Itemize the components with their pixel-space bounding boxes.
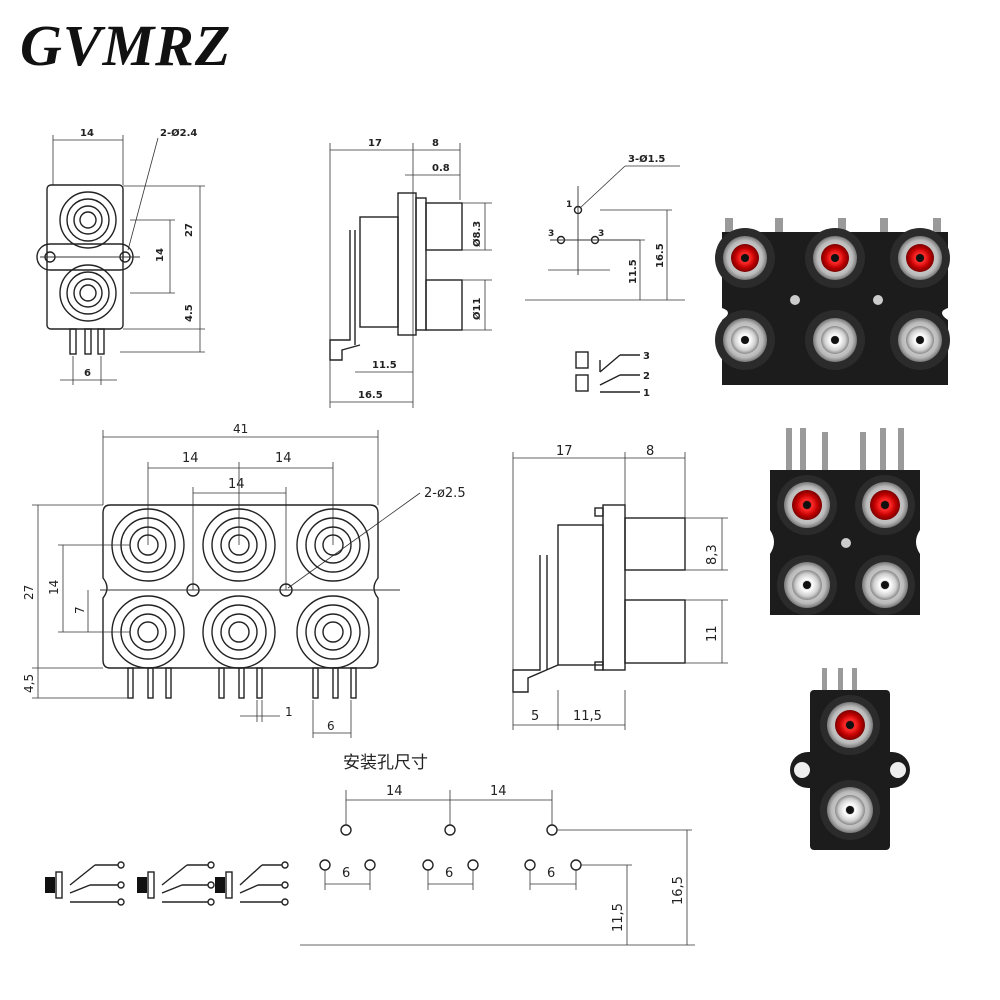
- top-pin-layout: 3-Ø1.5 1 3 3 11.5 16.5: [525, 153, 685, 301]
- top-front-width: 14: [80, 128, 94, 139]
- sch-label-1: 1: [643, 388, 650, 399]
- mount-p1: 14: [386, 784, 403, 799]
- top-front-base: 4.5: [184, 304, 195, 322]
- mid-front-hole: 2-ø2.5: [424, 486, 466, 501]
- top-pin-d1: 11.5: [628, 259, 639, 284]
- mid-front-v14: 14: [47, 580, 61, 595]
- mid-side-d1: 17: [556, 444, 573, 459]
- mount-d1: 11,5: [611, 903, 626, 932]
- mid-front-h: 27: [22, 585, 36, 600]
- schematic-1: [45, 861, 125, 906]
- pin-label-3a: 3: [548, 229, 554, 239]
- mid-side-d3: 5: [531, 709, 539, 724]
- top-front-hole: 2-Ø2.4: [160, 127, 197, 139]
- schematic-2: [137, 861, 215, 906]
- brand-logo: GVMRZ: [20, 13, 232, 78]
- schematic-3: [215, 861, 289, 906]
- mid-side-dia2: 11: [705, 625, 720, 642]
- mid-side-view: 17 8 8,3 11 5 11,5: [512, 444, 728, 730]
- top-side-dia2: Ø11: [471, 298, 483, 320]
- mid-side-d2: 8: [646, 444, 654, 459]
- mount-p2: 14: [490, 784, 507, 799]
- top-pin-holes: 3-Ø1.5: [628, 153, 665, 165]
- top-side-d5: 16.5: [358, 390, 383, 401]
- mid-front-p2: 14: [275, 451, 292, 466]
- top-front-pitch: 14: [155, 248, 166, 262]
- bottom-schematics: [45, 861, 289, 906]
- mid-front-pin6: 6: [327, 719, 335, 733]
- top-pin-d2: 16.5: [655, 243, 666, 268]
- top-front-pin: 6: [84, 368, 91, 379]
- pin-label-3b: 3: [598, 229, 604, 239]
- sch-label-2: 2: [643, 371, 650, 382]
- mid-front-p1: 14: [182, 451, 199, 466]
- pin-label-1: 1: [566, 200, 572, 210]
- top-side-d2: 8: [432, 138, 439, 149]
- top-schematic: 3 2 1: [575, 351, 650, 399]
- product-photo-6-jack: [715, 218, 950, 385]
- mount-title: 安装孔尺寸: [343, 753, 428, 773]
- mid-front-v7: 7: [73, 606, 87, 614]
- product-photo-4-jack: [770, 428, 920, 615]
- mid-front-jack-grid: [111, 508, 370, 669]
- mid-front-total: 41: [233, 422, 248, 436]
- mount-g1: 6: [342, 866, 350, 881]
- product-photo-2-jack: [790, 668, 910, 850]
- mount-g2: 6: [445, 866, 453, 881]
- top-side-dia1: Ø8.3: [471, 221, 483, 247]
- sch-label-3: 3: [643, 351, 650, 362]
- mid-front-view: 41 14 14 14 2-ø2.5 27 14 7: [22, 422, 466, 738]
- mount-g3: 6: [547, 866, 555, 881]
- mid-front-pin: 1: [285, 705, 293, 719]
- top-side-view: 17 8 0.8 Ø8.3 Ø11 11.5 16.5: [329, 138, 492, 408]
- mid-side-dia1: 8,3: [705, 544, 720, 565]
- mid-side-d4: 11,5: [573, 709, 602, 724]
- mount-hole-layout: 安装孔尺寸 14 14 6 6 6 11,5 16,5: [300, 753, 695, 946]
- top-side-d3: 0.8: [432, 163, 450, 174]
- top-side-d1: 17: [368, 138, 382, 149]
- top-front-height: 27: [184, 223, 195, 237]
- top-front-view: 14 2-Ø2.4 27 14 4.5 6: [36, 127, 205, 385]
- mid-front-base: 4,5: [22, 674, 36, 693]
- top-side-d4: 11.5: [372, 360, 397, 371]
- mount-d2: 16,5: [671, 876, 686, 905]
- mid-front-p3: 14: [228, 477, 245, 492]
